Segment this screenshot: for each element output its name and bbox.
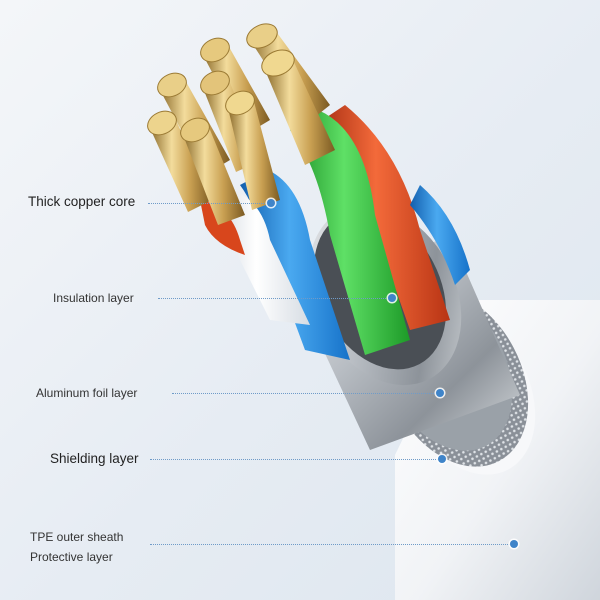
wire-green xyxy=(290,110,410,355)
wire-orange-back xyxy=(200,200,245,255)
marker-outer-sheath xyxy=(510,540,518,548)
label-shielding: Shielding layer xyxy=(50,451,139,466)
marker-shielding xyxy=(438,455,446,463)
leader-insulation xyxy=(158,298,390,299)
wire-blue-right xyxy=(410,185,470,285)
leader-outer-sheath xyxy=(150,544,512,545)
label-aluminum-foil: Aluminum foil layer xyxy=(36,386,138,400)
marker-insulation xyxy=(388,294,396,302)
copper-strands xyxy=(147,23,335,225)
leader-aluminum-foil xyxy=(172,393,438,394)
leader-copper-core xyxy=(148,203,270,204)
label-outer-sheath: TPE outer sheath Protective layer xyxy=(30,528,123,566)
wire-white xyxy=(212,190,310,325)
label-outer-sheath-line1: TPE outer sheath xyxy=(30,530,124,544)
leader-shielding xyxy=(150,459,440,460)
wire-blue xyxy=(240,170,350,360)
marker-aluminum-foil xyxy=(436,389,444,397)
label-copper-core: Thick copper core xyxy=(28,194,136,209)
marker-copper-core xyxy=(267,199,275,207)
label-insulation: Insulation layer xyxy=(53,291,134,305)
label-outer-sheath-line2: Protective layer xyxy=(30,550,113,564)
